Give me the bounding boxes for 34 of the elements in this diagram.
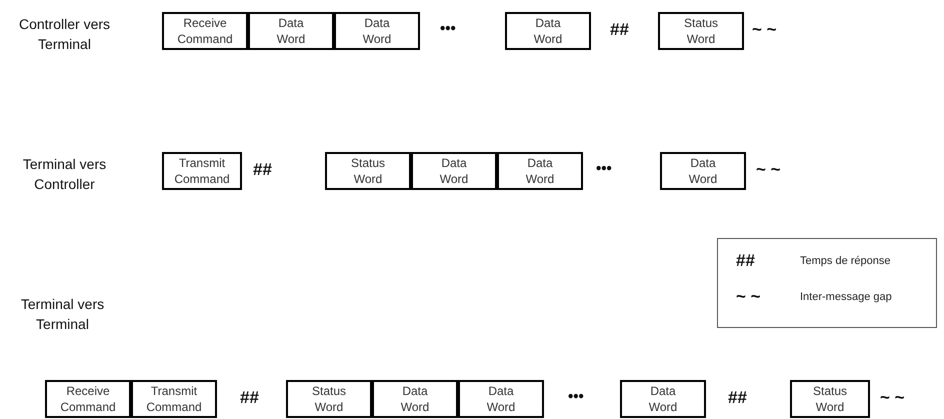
response-time-mark: ## xyxy=(253,160,272,180)
word-box: Status Word xyxy=(325,152,411,190)
gap-mark: ~ ~ xyxy=(752,20,777,40)
word-box: Transmit Command xyxy=(162,152,242,190)
legend-symbol: ## xyxy=(736,251,755,271)
ellipsis: ••• xyxy=(440,20,456,37)
word-box: Status Word xyxy=(658,12,744,50)
response-time-mark: ## xyxy=(610,20,629,40)
word-box: Data Word xyxy=(248,12,334,50)
legend-text: Inter-message gap xyxy=(800,291,892,303)
row-heading: Controller vers Terminal xyxy=(18,15,112,54)
word-box: Data Word xyxy=(505,12,591,50)
word-box: Data Word xyxy=(334,12,420,50)
word-box: Receive Command xyxy=(162,12,248,50)
response-time-mark: ## xyxy=(240,388,259,408)
response-time-mark: ## xyxy=(728,388,747,408)
ellipsis: ••• xyxy=(596,160,612,177)
word-box: Data Word xyxy=(372,380,458,418)
word-box: Data Word xyxy=(660,152,746,190)
word-box: Data Word xyxy=(620,380,706,418)
word-box: Status Word xyxy=(286,380,372,418)
word-box: Transmit Command xyxy=(131,380,217,418)
word-box: Receive Command xyxy=(45,380,131,418)
word-box: Data Word xyxy=(497,152,583,190)
word-box: Data Word xyxy=(411,152,497,190)
row-heading: Terminal vers Terminal xyxy=(20,295,106,334)
gap-mark: ~ ~ xyxy=(880,388,905,408)
legend-symbol: ~ ~ xyxy=(736,287,761,307)
word-box: Data Word xyxy=(458,380,544,418)
word-box: Status Word xyxy=(790,380,870,418)
gap-mark: ~ ~ xyxy=(756,160,781,180)
legend-text: Temps de réponse xyxy=(800,255,890,267)
row-heading: Terminal vers Controller xyxy=(22,155,108,194)
ellipsis: ••• xyxy=(568,388,584,405)
